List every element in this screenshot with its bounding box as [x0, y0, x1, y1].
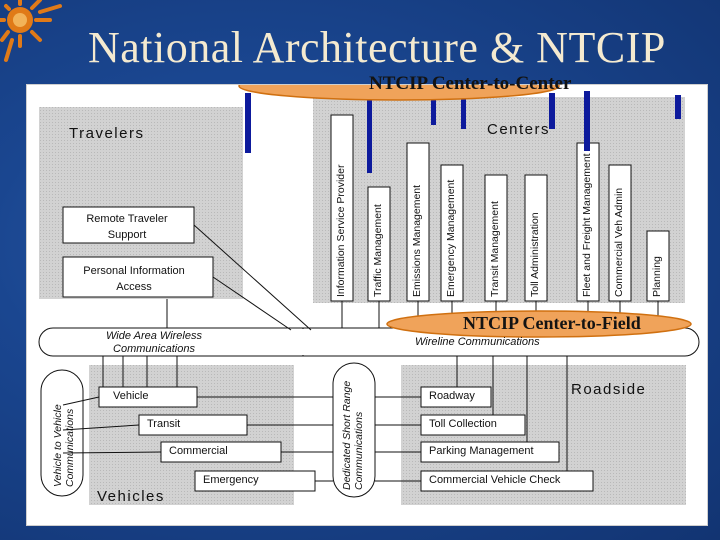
center-label-cva: Commercial Veh Admin: [613, 187, 625, 297]
parking-management-label: Parking Management: [429, 445, 534, 457]
v2v-pill: [40, 369, 84, 497]
c2c-callout-text: NTCIP Center-to-Center: [369, 73, 572, 94]
c2c-bar-1: [245, 93, 251, 153]
c2c-bar-7: [675, 95, 681, 119]
center-label-fleet: Fleet and Freight Management: [581, 153, 593, 297]
remote-traveler-support-box: [62, 206, 195, 244]
travelers-title: Travelers: [69, 125, 145, 142]
personal-information-access-box: [62, 256, 214, 298]
commercial-label: Commercial: [169, 445, 228, 457]
slide-title: National Architecture & NTCIP: [88, 23, 666, 72]
center-label-emergency: Emergency Management: [445, 179, 457, 297]
remote-traveler-support-label: Remote Traveler Support: [86, 213, 168, 241]
center-label-emissions: Emissions Management: [411, 184, 423, 297]
center-label-isp: Information Service Provider: [335, 164, 347, 297]
sun-logo-icon: [0, 0, 62, 62]
v2v-label: Vehicle to Vehicle Communications: [52, 404, 76, 487]
c2c-bar-2: [367, 93, 372, 173]
wireline-communications-label: Wireline Communications: [415, 336, 540, 348]
dsrc-pill: [332, 362, 376, 498]
emergency-label: Emergency: [203, 474, 259, 486]
c2c-bar-6: [584, 91, 590, 151]
centers-title: Centers: [487, 121, 551, 138]
c2c-bar-3: [431, 95, 436, 125]
diagram-graphics: [38, 91, 700, 505]
commercial-vehicle-check-label: Commercial Vehicle Check: [429, 474, 561, 486]
center-label-toll: Toll Administration: [529, 212, 541, 297]
transit-label: Transit: [147, 418, 181, 430]
dsrc-label: Dedicated Short Range Communications: [341, 380, 365, 490]
center-label-traffic: Traffic Management: [372, 204, 384, 297]
architecture-diagram: Travelers Remote Traveler Support Person…: [26, 73, 708, 526]
c2c-bar-5: [549, 93, 555, 129]
c2f-callout-text: NTCIP Center-to-Field: [463, 313, 641, 333]
roadway-label: Roadway: [429, 390, 475, 402]
center-label-planning: Planning: [651, 256, 663, 297]
vehicles-title: Vehicles: [97, 488, 165, 505]
toll-collection-label: Toll Collection: [429, 418, 497, 430]
personal-information-access-label: Personal Information Access: [83, 265, 185, 293]
roadside-title: Roadside: [571, 381, 647, 398]
wide-area-wireless-label: Wide Area Wireless Communications: [106, 330, 202, 355]
vehicle-label: Vehicle: [113, 390, 149, 402]
center-label-transit: Transit Management: [489, 201, 501, 297]
c2c-bar-4: [461, 93, 466, 129]
